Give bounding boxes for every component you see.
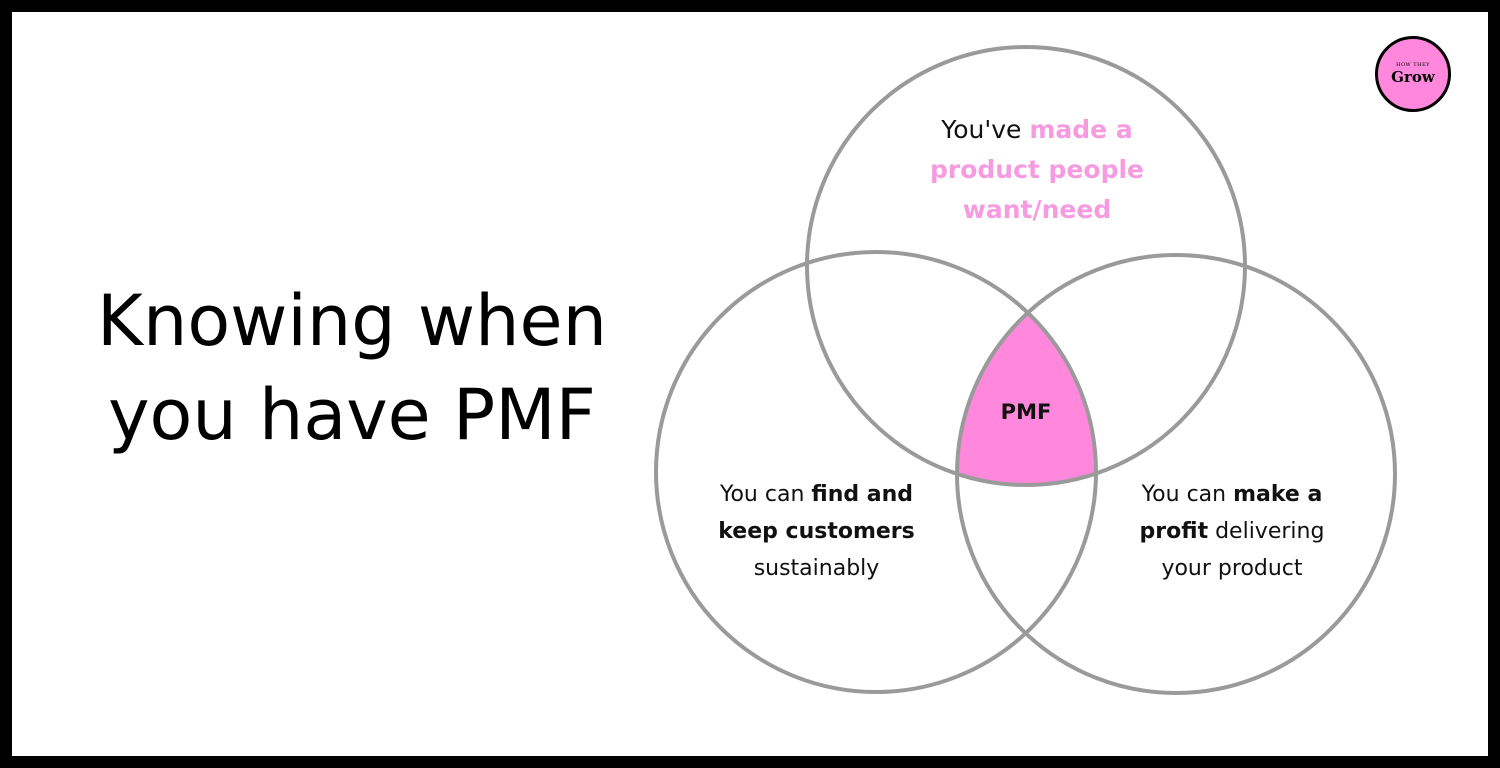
how-they-grow-logo: HOW THEY Grow — [1375, 36, 1451, 112]
circle-find-keep-customers — [654, 250, 1098, 694]
headline-line-1: Knowing when — [97, 280, 607, 362]
logo-small-text: HOW THEY — [1396, 62, 1430, 68]
venn-diagram — [654, 45, 1397, 695]
logo-big-text: Grow — [1391, 68, 1435, 86]
label-product-want: You've made a product people want/need — [892, 110, 1182, 230]
label-top-prefix: You've — [941, 115, 1030, 144]
label-left-bold-a: find and — [811, 482, 914, 507]
label-left-suffix: sustainably — [753, 556, 880, 581]
circle-make-profit — [955, 253, 1397, 695]
label-top-highlight-b: product people — [929, 155, 1144, 184]
label-left-prefix: You can — [719, 482, 812, 507]
slide-canvas: Knowing when you have PMF You've made a … — [12, 12, 1488, 756]
headline: Knowing when you have PMF — [52, 274, 652, 462]
pmf-center-label: PMF — [1000, 400, 1052, 424]
label-right-middle: delivering — [1208, 519, 1325, 544]
label-make-profit: You can make a profit delivering your pr… — [1107, 476, 1357, 587]
label-left-bold-b: keep customers — [718, 519, 915, 544]
label-find-keep-customers: You can find and keep customers sustaina… — [684, 476, 949, 587]
label-right-suffix: your product — [1161, 556, 1303, 581]
headline-line-2: you have PMF — [108, 374, 596, 456]
label-top-highlight-a: made a — [1029, 115, 1133, 144]
label-top-highlight-c: want/need — [962, 195, 1112, 224]
label-right-prefix: You can — [1141, 482, 1234, 507]
pmf-intersection-region — [957, 255, 1096, 485]
label-right-bold-a: make a — [1233, 482, 1323, 507]
label-right-bold-b: profit — [1139, 519, 1209, 544]
